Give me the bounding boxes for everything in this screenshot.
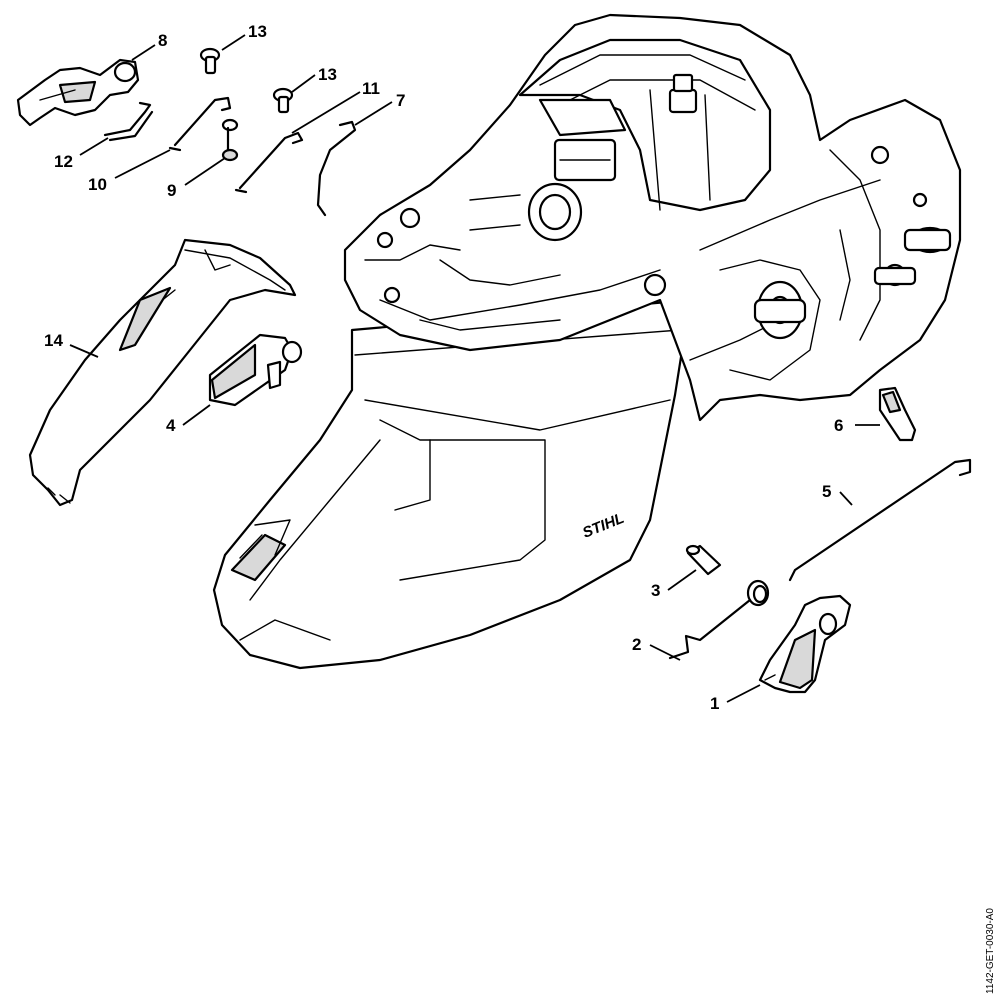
part-13-screw-lower (272, 87, 294, 114)
part-10-rod (168, 96, 232, 152)
callout-12: 12 (54, 152, 73, 171)
leader-lines (69, 34, 880, 703)
callout-4: 4 (166, 416, 176, 435)
callout-10: 10 (88, 175, 107, 194)
callout-5: 5 (822, 482, 831, 501)
part-7-wire-link (316, 120, 357, 217)
part-1-throttle-trigger (758, 594, 852, 694)
callout-8: 8 (158, 31, 167, 50)
part-9-bushing (221, 118, 239, 162)
part-4-cover (208, 333, 303, 407)
part-6-interlock (878, 386, 917, 442)
diagram-reference-code: 1142-GET-0030-A0 (985, 908, 996, 994)
part-14-handle-molding (28, 238, 297, 507)
crankcase-housing: STIHL (212, 13, 962, 670)
part-13-screw-upper (199, 47, 221, 75)
callout-11: 11 (362, 79, 380, 98)
callout-1: 1 (710, 694, 719, 713)
part-8-lever (16, 58, 140, 127)
callout-13-upper: 13 (248, 22, 267, 41)
part-2-torsion-spring (668, 579, 770, 660)
part-12-spring-clip (103, 101, 154, 142)
part-11-rod (234, 131, 304, 194)
part-5-throttle-rod (788, 458, 972, 582)
callout-14: 14 (44, 331, 63, 350)
callout-13-lower: 13 (318, 65, 337, 84)
callout-6: 6 (834, 416, 843, 435)
callout-2: 2 (632, 635, 641, 654)
callout-labels: 8 13 13 11 7 12 10 9 14 4 6 5 3 2 1 (44, 22, 843, 713)
callout-7: 7 (396, 91, 405, 110)
callout-9: 9 (167, 181, 176, 200)
callout-3: 3 (651, 581, 660, 600)
part-3-pin (685, 544, 722, 576)
